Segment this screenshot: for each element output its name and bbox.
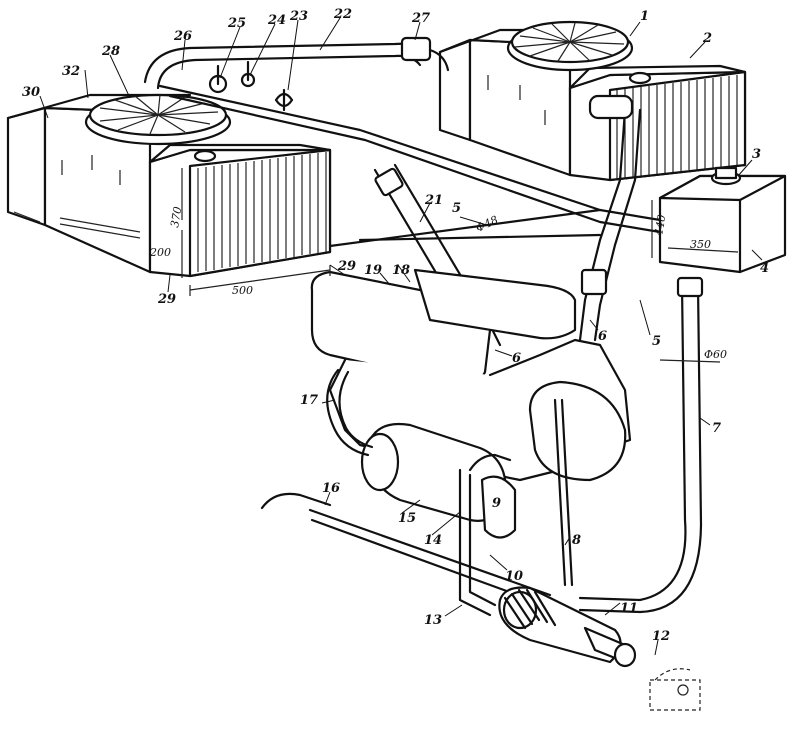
callout-22: 22 xyxy=(333,7,352,22)
engine-block xyxy=(310,268,632,539)
main-diagonal-pipe xyxy=(158,84,662,248)
callout-8: 8 xyxy=(572,533,581,548)
top-connecting-pipe xyxy=(143,36,450,112)
callout-9: 9 xyxy=(492,496,501,511)
callout-leaders xyxy=(39,17,763,656)
callout-29-lower: 29 xyxy=(157,292,176,307)
callout-23: 23 xyxy=(289,9,308,24)
callout-15: 15 xyxy=(398,511,416,526)
dimension-370: 370 xyxy=(168,206,184,229)
callout-16: 16 xyxy=(322,481,340,496)
dimension-200: 200 xyxy=(149,246,171,259)
return-pipe xyxy=(578,276,704,614)
callout-11: 11 xyxy=(620,601,638,616)
callout-29-upper: 29 xyxy=(337,259,356,274)
callout-numbers: 1 2 3 4 5 5 6 6 7 8 9 10 11 12 13 14 15 … xyxy=(22,7,769,644)
callout-12: 12 xyxy=(652,629,670,644)
callout-32: 32 xyxy=(62,64,80,79)
right-downpipe xyxy=(578,94,642,342)
callout-19: 19 xyxy=(364,263,382,278)
nozzle-dashed xyxy=(649,668,701,711)
callout-25: 25 xyxy=(227,16,246,31)
right-fan-blades xyxy=(514,22,625,62)
callout-17: 17 xyxy=(300,393,318,408)
callout-7: 7 xyxy=(712,421,721,436)
callout-28: 28 xyxy=(101,44,120,59)
pre-heater xyxy=(498,586,637,668)
callout-10: 10 xyxy=(505,569,523,584)
callout-30: 30 xyxy=(22,85,40,100)
expansion-tank xyxy=(658,166,787,274)
drain-rod xyxy=(553,398,567,587)
callout-13: 13 xyxy=(424,613,442,628)
callout-4: 4 xyxy=(760,261,769,276)
left-fan-blades xyxy=(99,94,219,135)
callout-18: 18 xyxy=(392,263,410,278)
callout-24: 24 xyxy=(267,13,286,28)
dimension-phi60: Φ60 xyxy=(704,348,727,361)
dimension-phi48: Φ48 xyxy=(474,213,500,235)
callout-14: 14 xyxy=(424,533,442,548)
heater-feed-loop xyxy=(458,453,512,617)
callout-6-left: 6 xyxy=(512,351,521,366)
dimension-350: 350 xyxy=(690,238,711,251)
callout-1: 1 xyxy=(640,9,649,24)
callout-2: 2 xyxy=(702,31,712,46)
callout-26: 26 xyxy=(173,29,192,44)
callout-27: 27 xyxy=(411,11,430,26)
left-radiator-unit xyxy=(6,93,332,278)
dimension-lines xyxy=(181,168,739,363)
callout-3: 3 xyxy=(752,147,761,162)
callout-5-lower: 5 xyxy=(652,334,661,349)
callout-21: 21 xyxy=(424,193,443,208)
callout-6-right: 6 xyxy=(598,329,607,344)
callout-5-upper: 5 xyxy=(452,201,461,216)
dimension-500: 500 xyxy=(232,284,253,297)
left-radiator-core-fins xyxy=(197,152,327,272)
dimension-440: 440 xyxy=(652,214,669,238)
